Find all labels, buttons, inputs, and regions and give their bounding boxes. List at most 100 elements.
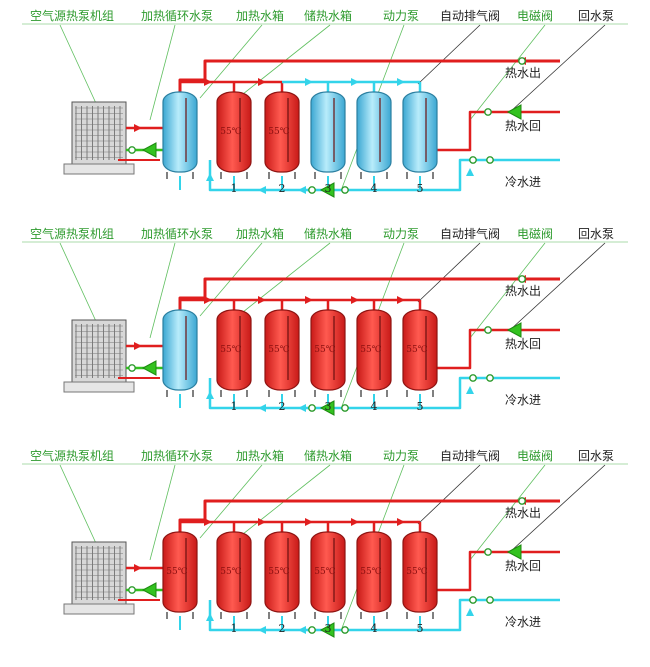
tank-body <box>216 91 252 173</box>
label-storage-tank: 储热水箱 <box>304 448 352 463</box>
leader-line <box>59 242 101 331</box>
tank-number: 4 <box>371 622 378 635</box>
tank-number: 1 <box>231 182 238 195</box>
tank-number: 1 <box>231 622 238 635</box>
flow-arrow-icon <box>206 613 214 621</box>
heat-pump-case <box>71 101 127 165</box>
tank-temperature: 55℃ <box>166 567 188 577</box>
pump-icon <box>319 400 335 416</box>
tank-temperature: 55℃ <box>268 567 290 577</box>
flow-arrow-icon <box>134 124 142 132</box>
valve-icon <box>308 404 316 412</box>
tank-temperature: 55℃ <box>314 345 336 355</box>
pump-icon <box>141 360 157 376</box>
leader-line <box>417 242 481 303</box>
tank-temperature: 55℃ <box>406 567 428 577</box>
valve-icon <box>484 548 492 556</box>
hot-main-pipe <box>178 499 560 532</box>
valve-icon <box>469 596 477 604</box>
heat-pump-case <box>71 319 127 383</box>
label-return-pump: 回水泵 <box>578 449 614 463</box>
valve-icon <box>486 374 494 382</box>
flow-arrow-icon <box>258 186 266 194</box>
tank-number: 4 <box>371 400 378 413</box>
tank-body <box>310 531 346 613</box>
leader-line <box>469 242 546 339</box>
label-return-pump: 回水泵 <box>578 227 614 241</box>
leader-line <box>469 464 546 561</box>
tank-body <box>356 531 392 613</box>
tank-2 <box>264 309 300 397</box>
label-auto-air-valve: 自动排气阀 <box>440 226 500 241</box>
tank-0 <box>162 91 198 179</box>
label-hot-return: 热水回 <box>505 337 541 351</box>
valve-icon <box>484 108 492 116</box>
valve-icon <box>469 374 477 382</box>
label-solenoid-valve: 电磁阀 <box>517 8 553 23</box>
flow-arrow-icon <box>305 78 313 86</box>
leader-line <box>59 24 101 113</box>
tank-3 <box>310 91 346 179</box>
leader-line <box>417 464 481 525</box>
flow-arrow-icon <box>206 173 214 181</box>
flow-arrow-icon <box>305 296 313 304</box>
pump-icon <box>319 182 335 198</box>
flow-arrow-icon <box>351 78 359 86</box>
label-auto-air-valve: 自动排气阀 <box>440 448 500 463</box>
flow-arrow-icon <box>204 518 212 526</box>
pump-icon <box>319 622 335 638</box>
tank-number: 2 <box>279 400 286 413</box>
tank-1 <box>216 309 252 397</box>
label-heating-tank: 加热水箱 <box>236 226 284 241</box>
valve-icon <box>128 364 136 372</box>
tank-4 <box>356 531 392 619</box>
flow-arrow-icon <box>351 518 359 526</box>
label-power-pump: 动力泵 <box>383 449 419 463</box>
flow-arrow-icon <box>258 296 266 304</box>
valve-icon <box>128 146 136 154</box>
leader-line <box>509 24 606 113</box>
label-cold-in: 冷水进 <box>505 615 541 629</box>
tank-temperature: 55℃ <box>220 345 242 355</box>
tank-body <box>402 91 438 173</box>
flow-arrow-icon <box>134 342 142 350</box>
hot-main-pipe <box>178 277 560 310</box>
tank-body <box>402 531 438 613</box>
tank-number: 4 <box>371 182 378 195</box>
valve-icon <box>341 404 349 412</box>
tank-number: 5 <box>417 622 424 635</box>
leader-line <box>149 242 176 339</box>
valve-icon <box>486 596 494 604</box>
label-storage-tank: 储热水箱 <box>304 226 352 241</box>
tank-body <box>216 309 252 391</box>
flow-arrow-icon <box>206 391 214 399</box>
tank-body <box>356 91 392 173</box>
tank-5 <box>402 309 438 397</box>
flow-arrow-icon <box>298 404 306 412</box>
valve-icon <box>518 497 526 505</box>
tank-3 <box>310 309 346 397</box>
label-storage-tank: 储热水箱 <box>304 8 352 23</box>
tank-temperature: 55℃ <box>360 567 382 577</box>
label-heating-circ-pump: 加热循环水泵 <box>141 227 213 241</box>
flow-arrow-icon <box>397 518 405 526</box>
leader-line <box>509 464 606 553</box>
tank-body <box>356 309 392 391</box>
flow-arrow-icon <box>258 404 266 412</box>
label-cold-in: 冷水进 <box>505 393 541 407</box>
pump-icon <box>506 104 522 120</box>
valve-icon <box>518 275 526 283</box>
heat-pump-base <box>63 603 135 615</box>
flow-arrow-icon <box>204 78 212 86</box>
tank-number: 2 <box>279 182 286 195</box>
tank-body <box>216 531 252 613</box>
label-auto-air-valve: 自动排气阀 <box>440 8 500 23</box>
heat-pump-unit <box>63 541 135 615</box>
valve-icon <box>128 586 136 594</box>
label-heating-circ-pump: 加热循环水泵 <box>141 9 213 23</box>
flow-arrow-icon <box>204 296 212 304</box>
heat-pump-base <box>63 163 135 175</box>
